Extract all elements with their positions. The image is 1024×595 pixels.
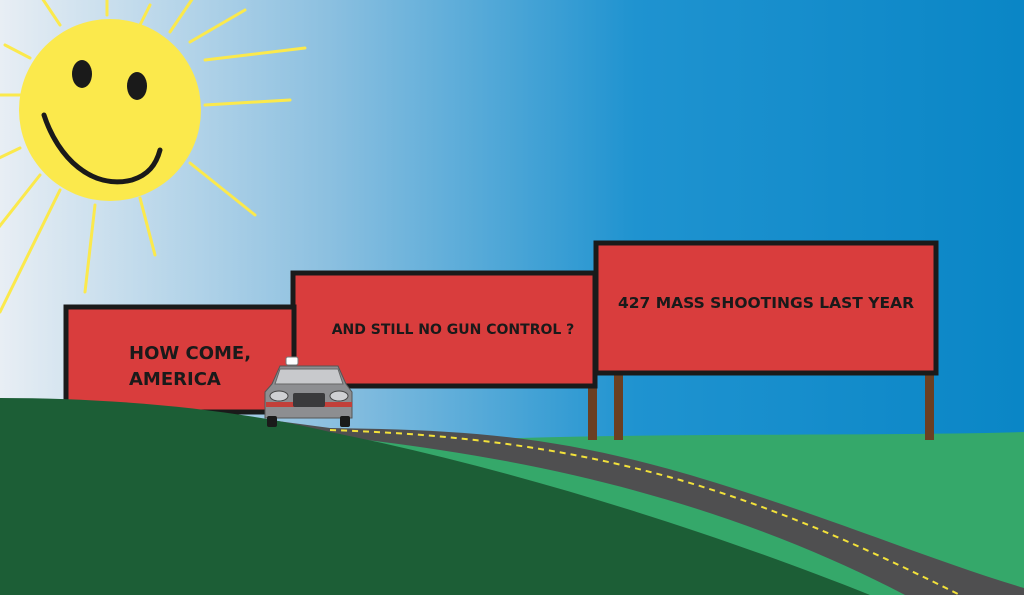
billboard-right: 427 MASS SHOOTINGS LAST YEAR <box>593 240 939 376</box>
billboard-right-text: 427 MASS SHOOTINGS LAST YEAR <box>618 294 914 312</box>
road-center-line <box>329 429 961 595</box>
billboard-left-line1: HOW COME, <box>129 343 251 364</box>
billboard-middle: AND STILL NO GUN CONTROL ? <box>290 270 598 389</box>
sun-right-eye <box>127 72 147 100</box>
sun-disc <box>19 19 201 201</box>
car-front-icon <box>264 356 353 427</box>
billboard-middle-text: AND STILL NO GUN CONTROL ? <box>332 322 575 338</box>
billboard-left-line2: AMERICA <box>129 369 221 390</box>
car-left-wheel <box>267 416 277 427</box>
car-grille <box>293 393 325 407</box>
sun-smile <box>41 112 163 185</box>
billboard-left: HOW COME, AMERICA <box>63 304 297 415</box>
car-right-wheel <box>340 416 350 427</box>
car-right-headlight <box>329 390 349 402</box>
sun-rays <box>0 0 307 314</box>
sun-left-eye <box>72 60 92 88</box>
road <box>270 420 1024 595</box>
car-windshield <box>274 368 344 385</box>
car-left-headlight <box>269 390 289 402</box>
billboard-posts <box>588 372 934 440</box>
smiling-sun-icon <box>0 0 307 314</box>
car-roof-light <box>285 356 299 366</box>
grass-hill-left <box>0 398 870 595</box>
